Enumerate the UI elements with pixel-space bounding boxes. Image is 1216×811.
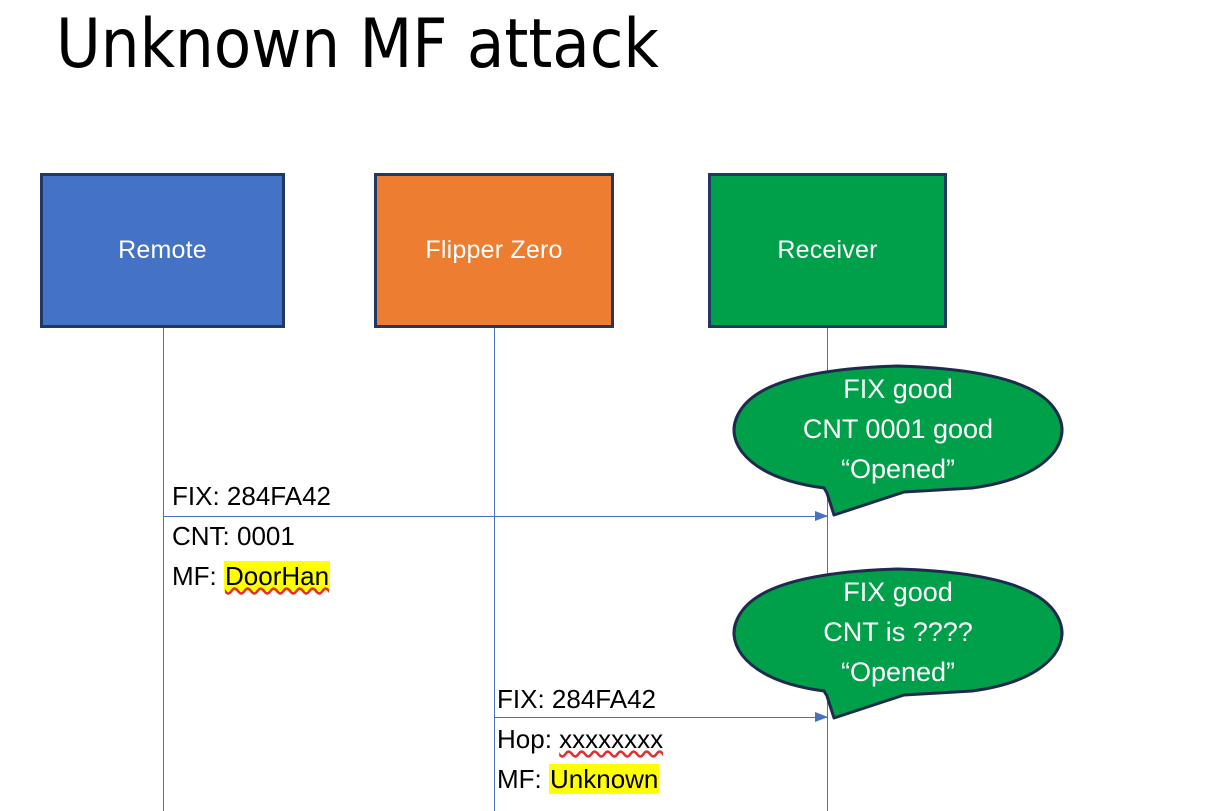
bubble-line: CNT is ???? bbox=[823, 617, 973, 647]
message-line-value: xxxxxxxx bbox=[559, 724, 664, 754]
speech-bubble-receiver-second[interactable]: FIX good CNT is ???? “Opened” bbox=[724, 563, 1072, 728]
message-line-label: CNT: bbox=[172, 521, 230, 551]
bubble-line: FIX good bbox=[843, 577, 953, 607]
bubble-line: CNT 0001 good bbox=[802, 414, 994, 444]
message-line: MF: Unknown bbox=[497, 759, 663, 799]
speech-bubble-text-first: FIX good CNT 0001 good “Opened” bbox=[748, 369, 1048, 489]
message-arrow-flipper-zero-to-receiver bbox=[494, 712, 828, 722]
actor-label-flipper-zero: Flipper Zero bbox=[425, 236, 563, 264]
message-line-value: 284FA42 bbox=[226, 481, 331, 511]
actor-box-flipper-zero[interactable]: Flipper Zero bbox=[374, 173, 614, 328]
message-arrow-remote-to-receiver bbox=[163, 511, 828, 521]
message-line: FIX: 284FA42 bbox=[497, 679, 663, 719]
message-line-label: Hop: bbox=[497, 724, 552, 754]
message-label-remote-to-receiver: FIX: 284FA42 CNT: 0001 MF: DoorHan bbox=[172, 476, 331, 596]
page-title: Unknown MF attack bbox=[56, 5, 659, 84]
message-label-flipper-zero-to-receiver: FIX: 284FA42 Hop: xxxxxxxx MF: Unknown bbox=[497, 679, 663, 799]
message-line-label: FIX: bbox=[497, 684, 545, 714]
lifeline-receiver bbox=[827, 328, 828, 811]
actor-box-remote[interactable]: Remote bbox=[40, 173, 285, 328]
message-line-label: MF: bbox=[172, 561, 217, 591]
bubble-line: “Opened” bbox=[840, 657, 956, 687]
message-line-value: 0001 bbox=[237, 521, 295, 551]
speech-bubble-shape-icon bbox=[732, 364, 1064, 517]
bubble-line: FIX good bbox=[843, 374, 953, 404]
actor-box-receiver[interactable]: Receiver bbox=[708, 173, 947, 328]
message-line-value: 284FA42 bbox=[551, 684, 656, 714]
message-line: FIX: 284FA42 bbox=[172, 476, 331, 516]
speech-bubble-receiver-first[interactable]: FIX good CNT 0001 good “Opened” bbox=[724, 360, 1072, 525]
speech-bubble-shape-icon bbox=[732, 567, 1064, 720]
actor-label-receiver: Receiver bbox=[777, 236, 878, 264]
message-line: MF: DoorHan bbox=[172, 556, 331, 596]
message-line-value-highlighted: Unknown bbox=[549, 764, 660, 794]
speech-bubble-text-second: FIX good CNT is ???? “Opened” bbox=[748, 572, 1048, 692]
actor-label-remote: Remote bbox=[118, 236, 207, 264]
lifeline-flipper-zero bbox=[494, 328, 495, 811]
message-line-label: MF: bbox=[497, 764, 542, 794]
lifeline-remote bbox=[163, 328, 164, 811]
message-line: Hop: xxxxxxxx bbox=[497, 719, 663, 759]
bubble-line: “Opened” bbox=[840, 454, 956, 484]
message-line-value-highlighted: DoorHan bbox=[224, 561, 331, 591]
message-line: CNT: 0001 bbox=[172, 516, 331, 556]
message-line-label: FIX: bbox=[172, 481, 220, 511]
